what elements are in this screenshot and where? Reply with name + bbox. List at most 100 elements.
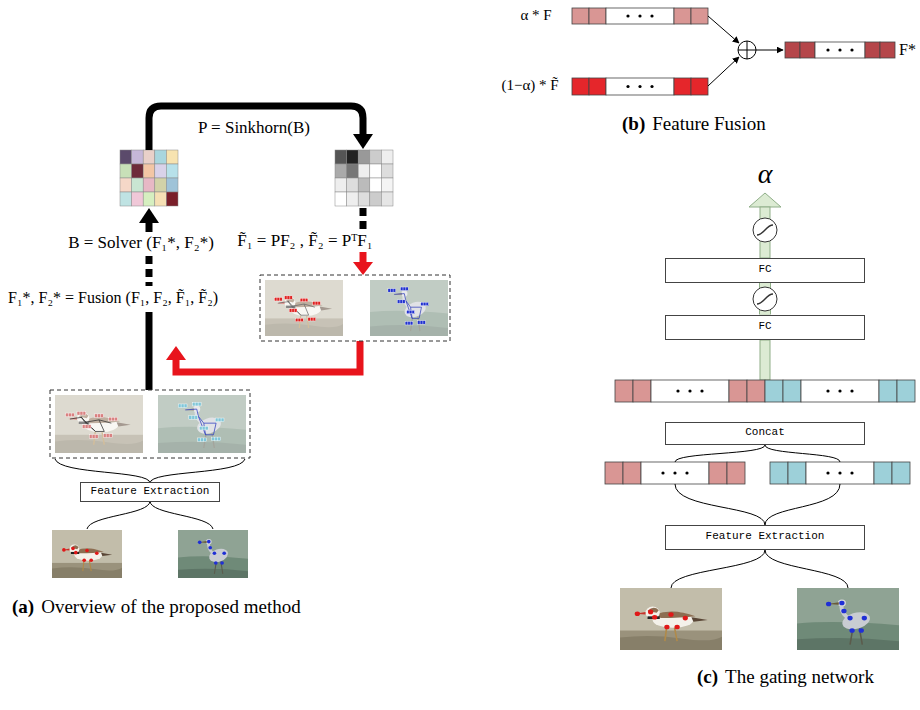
bird-image	[178, 530, 248, 578]
score-matrix	[120, 164, 132, 178]
flow-arrow-black	[146, 256, 153, 286]
permutation-matrix	[370, 150, 382, 164]
feature-vector	[826, 471, 829, 474]
feature-vector	[572, 8, 708, 24]
feature-vector	[727, 462, 745, 484]
feature-vector	[892, 462, 910, 484]
feature-vector	[572, 8, 589, 24]
sigmoid-symbol	[753, 287, 777, 311]
fused-vector	[785, 42, 895, 58]
box-label: Feature Extraction	[706, 530, 825, 543]
bird-image	[52, 530, 122, 578]
brace-line	[765, 484, 840, 525]
feature-vector	[623, 462, 641, 484]
box-label: Concat	[745, 426, 785, 439]
bird-image	[158, 395, 246, 453]
concat-vector	[765, 380, 783, 402]
feature-vector	[589, 78, 606, 95]
vector-label: α * F	[520, 7, 551, 24]
feature-vector	[674, 78, 691, 95]
caption-text: Feature Fusion	[652, 113, 765, 135]
feature-vector	[691, 78, 708, 95]
brace-line	[671, 550, 765, 588]
caption-tag: (a)	[12, 596, 34, 618]
bird-image	[274, 296, 320, 322]
flow-arrow-red	[360, 252, 367, 263]
image-pair-frame	[50, 390, 250, 458]
flow-arrow-black	[353, 134, 373, 149]
concat-vector	[676, 389, 679, 392]
bird-image	[158, 395, 246, 453]
flow-arrow-red	[166, 346, 186, 360]
sigmoid-symbol	[757, 294, 773, 304]
bird-image	[55, 395, 143, 453]
fusion-arrow	[708, 57, 739, 86]
box-label: FC	[758, 263, 771, 276]
concat-vector	[633, 380, 651, 402]
feature-vector	[661, 471, 664, 474]
permutation-matrix	[381, 164, 393, 178]
bird-image	[388, 287, 429, 325]
bird-image	[66, 411, 118, 438]
sum-symbol	[738, 41, 756, 59]
fused-vector	[838, 48, 841, 51]
bird-image	[797, 588, 899, 650]
flow-arrow-red	[176, 341, 360, 372]
flow-arrow-black	[149, 106, 363, 150]
feature-vector	[641, 462, 709, 484]
bird-image	[797, 588, 899, 650]
concat-vector	[747, 380, 765, 402]
feature-vector	[691, 8, 708, 24]
process-box: Feature Extraction	[665, 525, 865, 550]
score-matrix	[155, 178, 167, 192]
permutation-matrix	[335, 192, 347, 206]
image-pair-frame	[260, 275, 450, 341]
brace-line	[150, 459, 245, 483]
score-matrix	[120, 192, 132, 206]
fused-vector	[815, 42, 865, 58]
bird-image	[198, 540, 226, 565]
concat-vector	[615, 380, 633, 402]
gating-arrow	[760, 340, 770, 380]
feature-vector	[589, 8, 606, 24]
bird-image	[370, 280, 448, 336]
bird-image	[265, 280, 343, 336]
gate-output-label: α	[758, 158, 773, 190]
concat-vector	[838, 389, 841, 392]
feature-vector	[650, 85, 653, 88]
bird-image	[620, 588, 722, 650]
flow-arrow-red	[353, 262, 373, 275]
score-matrix	[155, 164, 167, 178]
feature-vector	[650, 14, 653, 17]
fusion-arrow	[708, 16, 783, 86]
box-label: FC	[758, 320, 771, 333]
sigmoid-symbol	[753, 218, 777, 242]
gating-arrow	[749, 193, 781, 380]
score-matrix	[155, 150, 167, 164]
feature-vector	[572, 78, 708, 95]
math-label: P = Sinkhorn(B)	[198, 118, 310, 138]
flow-arrow-black	[146, 312, 153, 390]
score-matrix	[155, 192, 167, 206]
brace-line	[87, 501, 150, 529]
sigmoid-symbol	[757, 225, 773, 235]
feature-vector	[606, 8, 674, 24]
bird-image	[620, 588, 722, 650]
permutation-matrix	[347, 192, 359, 206]
caption-tag: (c)	[697, 666, 718, 688]
fused-vector	[785, 42, 800, 58]
concat-vector	[729, 380, 747, 402]
bird-image	[185, 409, 216, 435]
score-matrix	[166, 150, 178, 164]
bird-image	[52, 530, 122, 578]
concat-vector	[688, 389, 691, 392]
feature-vector	[674, 8, 691, 24]
permutation-matrix	[381, 178, 393, 192]
sigmoid-symbol	[753, 287, 777, 311]
permutation-matrix	[347, 164, 359, 178]
permutation-matrix	[347, 178, 359, 192]
bird-image	[265, 280, 343, 336]
feature-vector	[605, 462, 745, 484]
permutation-matrix	[358, 150, 370, 164]
permutation-matrix	[347, 150, 359, 164]
